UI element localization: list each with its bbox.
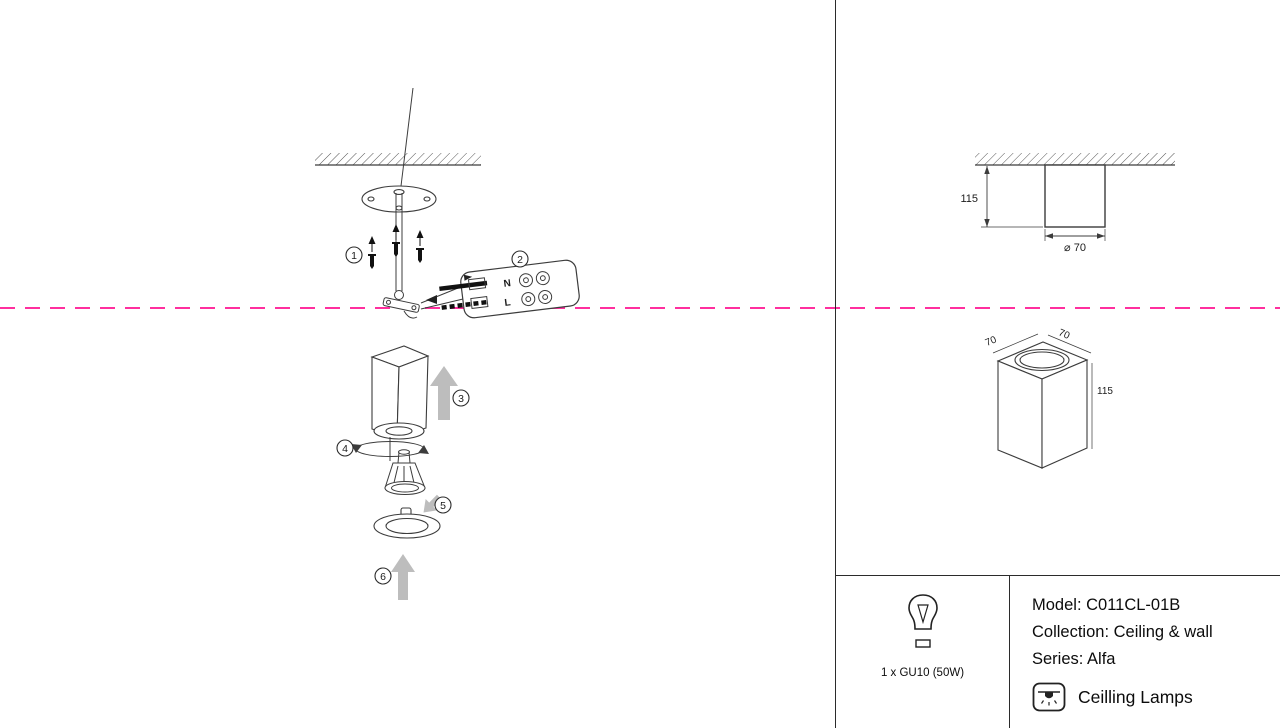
product-info-panel: 1 x GU10 (50W) Model: C011CL-01B Collect…	[836, 575, 1280, 728]
iso-view-body	[996, 341, 1089, 469]
front-view-body	[1044, 164, 1106, 228]
rotate-indicator	[351, 437, 429, 461]
canopy	[361, 185, 437, 213]
svg-text:⌀ 70: ⌀ 70	[1064, 242, 1086, 254]
svg-text:6: 6	[380, 571, 386, 583]
category-label: Ceilling Lamps	[1078, 686, 1193, 707]
bulb-spec-cell: 1 x GU10 (50W)	[836, 576, 1010, 728]
arrow-up-icon	[430, 366, 458, 420]
svg-text:70: 70	[984, 334, 999, 349]
svg-text:5: 5	[440, 500, 446, 512]
bulb-icon	[907, 594, 938, 648]
model-label: Model: C011CL-01B	[1032, 596, 1181, 614]
step-marker-6: 6	[374, 567, 392, 585]
ceiling-lamp-icon	[1032, 682, 1066, 712]
mounting-bracket	[382, 290, 420, 319]
ceiling-hatch	[975, 153, 1175, 166]
mains-cable	[400, 87, 414, 187]
bulb-spec-label: 1 x GU10 (50W)	[880, 667, 965, 679]
wire-direction-arrow-icon	[463, 274, 473, 281]
cut-line-dashed	[0, 307, 1280, 309]
screw-anchor	[416, 230, 424, 263]
svg-text:4: 4	[342, 443, 348, 455]
svg-text:115: 115	[1097, 386, 1113, 397]
dimension-views: 115 ⌀ 70 70 70 115	[960, 153, 1175, 469]
ceiling-hatch	[315, 153, 481, 166]
terminal-n-label: N	[503, 278, 512, 290]
screw-anchor	[368, 236, 376, 269]
svg-text:3: 3	[458, 393, 464, 405]
terminal-block: N L	[439, 259, 580, 319]
svg-text:115: 115	[960, 193, 978, 205]
arrow-up-icon	[391, 554, 415, 600]
step-marker-5: 5	[434, 496, 452, 514]
screw-anchor	[392, 224, 400, 257]
dim-height: 115	[960, 166, 1043, 228]
lamp-body	[370, 345, 430, 440]
model-info-cell: Model: C011CL-01B Collection: Ceiling & …	[1010, 576, 1280, 728]
svg-text:70: 70	[1057, 327, 1072, 342]
step-marker-1: 1	[345, 246, 363, 264]
svg-text:2: 2	[517, 254, 523, 266]
step-marker-3: 3	[452, 389, 470, 407]
installation-diagram: 1 N L	[315, 87, 580, 600]
iso-dimensions: 70 70 115	[984, 327, 1113, 449]
svg-text:1: 1	[351, 250, 357, 262]
fixing-ring	[373, 507, 441, 539]
terminal-l-label: L	[504, 297, 511, 309]
step-marker-2: 2	[511, 250, 529, 268]
collection-label: Collection: Ceiling & wall	[1032, 623, 1213, 641]
series-label: Series: Alfa	[1032, 650, 1116, 668]
step-marker-4: 4	[336, 439, 354, 457]
category-row: Ceilling Lamps	[1032, 682, 1280, 712]
gu10-bulb	[384, 449, 426, 495]
dim-diameter: ⌀ 70	[1044, 229, 1106, 254]
vertical-divider	[835, 0, 836, 728]
